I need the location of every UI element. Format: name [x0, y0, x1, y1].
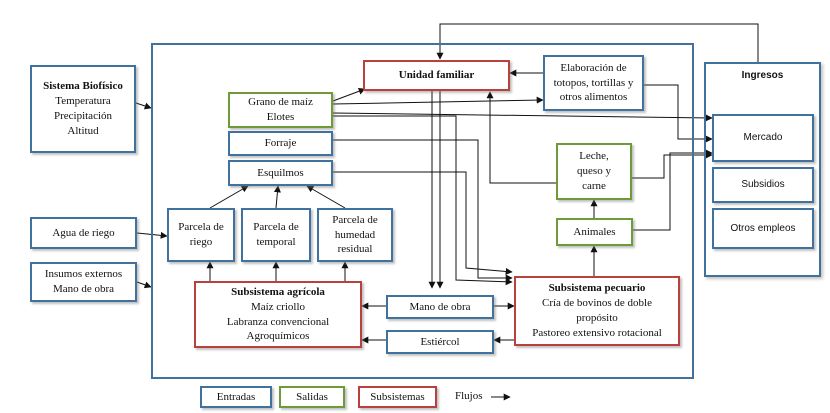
estiercol-label: Estiércol: [420, 335, 460, 348]
subsistema-agricola-line: Labranza convencional: [226, 315, 330, 328]
parcela-temporal-line: temporal: [256, 236, 296, 248]
forraje-box: Forraje: [228, 131, 333, 156]
esquilmos-label: Esquilmos: [257, 166, 304, 179]
ingresos-title-box: Ingresos: [706, 66, 819, 86]
mano-obra-box: Mano de obra: [386, 295, 494, 319]
subsistema-agricola-line: Agroquímicos: [246, 330, 310, 343]
arrow-parcela-humedad-to-esquilmos: [306, 185, 346, 209]
unidad-familiar-box: Unidad familiar: [363, 60, 510, 91]
insumos-line: Mano de obra: [52, 283, 115, 295]
arrow-leche-to-mercado: [632, 151, 713, 179]
arrow-parcela-riego-to-esquilmos: [209, 185, 249, 209]
arrow-esquilmos-to-pecuario: [333, 171, 513, 275]
parcela-riego-line: Parcela de: [178, 221, 224, 234]
sistema-biofisico-line: Precipitación: [53, 110, 113, 122]
mercado-box: Mercado: [712, 114, 814, 162]
system-boundary: [151, 43, 694, 379]
animales-label: Animales: [573, 225, 616, 238]
subsidios-label: Subsidios: [741, 179, 785, 191]
leche-box: Leche, queso y carne: [556, 143, 632, 200]
mano-obra-label: Mano de obra: [409, 300, 471, 313]
grano-maiz-line: Elotes: [266, 111, 295, 123]
unidad-familiar-label: Unidad familiar: [398, 69, 475, 82]
agua-riego-box: Agua de riego: [30, 217, 137, 249]
elaboracion-line: Elaboración de: [560, 61, 627, 74]
subsistema-pecuario-line: propósito: [576, 312, 618, 324]
sistema-biofisico-line: Altitud: [67, 124, 99, 137]
ingresos-title: Ingresos: [741, 70, 784, 82]
agua-riego-label: Agua de riego: [52, 226, 115, 239]
legend-entradas: Entradas: [200, 386, 272, 408]
elaboracion-line: otros alimentos: [559, 91, 628, 104]
subsistema-pecuario-box: Subsistema pecuario Cría de bovinos de d…: [514, 276, 680, 346]
sistema-biofisico-title: Sistema Biofísico: [43, 80, 123, 93]
insumos-line: Insumos externos: [44, 268, 123, 281]
arrow-elaboracion-to-mercado: [644, 84, 713, 143]
arrow-ingresos-to-unidad: [436, 23, 759, 62]
parcela-temporal-line: Parcela de: [253, 221, 299, 234]
arrow-grano-to-unidad: [332, 87, 366, 102]
animales-box: Animales: [556, 218, 633, 246]
subsistema-pecuario-line: Pastoreo extensivo rotacional: [532, 326, 662, 339]
arrow-grano-to-elaboracion: [332, 96, 544, 105]
leche-line: queso y: [577, 165, 611, 178]
subsistema-agricola-title: Subsistema agrícola: [231, 285, 325, 298]
arrow-grano-to-pecuario: [333, 115, 513, 286]
otros-empleos-label: Otros empleos: [730, 222, 796, 234]
mercado-label: Mercado: [743, 132, 783, 144]
esquilmos-box: Esquilmos: [228, 160, 333, 186]
arrow-forraje-to-pecuario: [333, 139, 513, 282]
parcela-temporal-box: Parcela de temporal: [241, 208, 311, 262]
elaboracion-box: Elaboración de totopos, tortillas y otro…: [543, 55, 644, 111]
legend-entradas-label: Entradas: [216, 390, 256, 403]
arrow-animales-to-mercado: [633, 149, 713, 231]
parcela-humedad-line: Parcela de: [332, 213, 378, 226]
subsistema-agricola-line: Maíz criollo: [250, 300, 306, 313]
subsidios-box: Subsidios: [712, 167, 814, 203]
arrow-leche-to-unidad: [486, 91, 556, 184]
grano-maiz-line: Grano de maíz: [248, 96, 313, 109]
subsistema-pecuario-title: Subsistema pecuario: [548, 282, 646, 295]
arrow-insumos-to-system: [136, 281, 152, 289]
parcela-humedad-line: humedad: [334, 228, 376, 241]
legend-flujos-label: Flujos: [455, 390, 483, 402]
ingresos-frame: [704, 62, 821, 277]
estiercol-box: Estiércol: [386, 330, 494, 354]
arrow-grano-to-mercado: [332, 112, 713, 122]
parcela-humedad-line: residual: [337, 243, 373, 256]
leche-line: carne: [582, 179, 606, 192]
otros-empleos-box: Otros empleos: [712, 208, 814, 249]
subsistema-pecuario-line: Cría de bovinos de doble: [542, 297, 652, 310]
sistema-biofisico-line: Temperatura: [55, 95, 111, 108]
forraje-label: Forraje: [264, 137, 297, 150]
parcela-riego-box: Parcela de riego: [167, 208, 235, 262]
arrow-biofisico-to-system: [135, 102, 152, 110]
legend-salidas-label: Salidas: [296, 390, 328, 403]
leche-line: Leche,: [579, 150, 609, 163]
legend-subsistemas: Subsistemas: [358, 386, 437, 408]
parcela-humedad-box: Parcela de humedad residual: [317, 208, 393, 262]
parcela-riego-line: riego: [189, 236, 213, 248]
grano-maiz-box: Grano de maíz Elotes: [228, 92, 333, 128]
insumos-box: Insumos externos Mano de obra: [30, 262, 137, 302]
subsistema-agricola-box: Subsistema agrícola Maíz criollo Labranz…: [194, 281, 362, 348]
elaboracion-line: totopos, tortillas y: [553, 76, 634, 89]
legend-subsistemas-label: Subsistemas: [370, 390, 425, 403]
sistema-biofisico-box: Sistema Biofísico Temperatura Precipitac…: [30, 65, 136, 153]
arrow-parcela-temporal-to-esquilmos: [273, 185, 281, 209]
legend-salidas: Salidas: [279, 386, 345, 408]
